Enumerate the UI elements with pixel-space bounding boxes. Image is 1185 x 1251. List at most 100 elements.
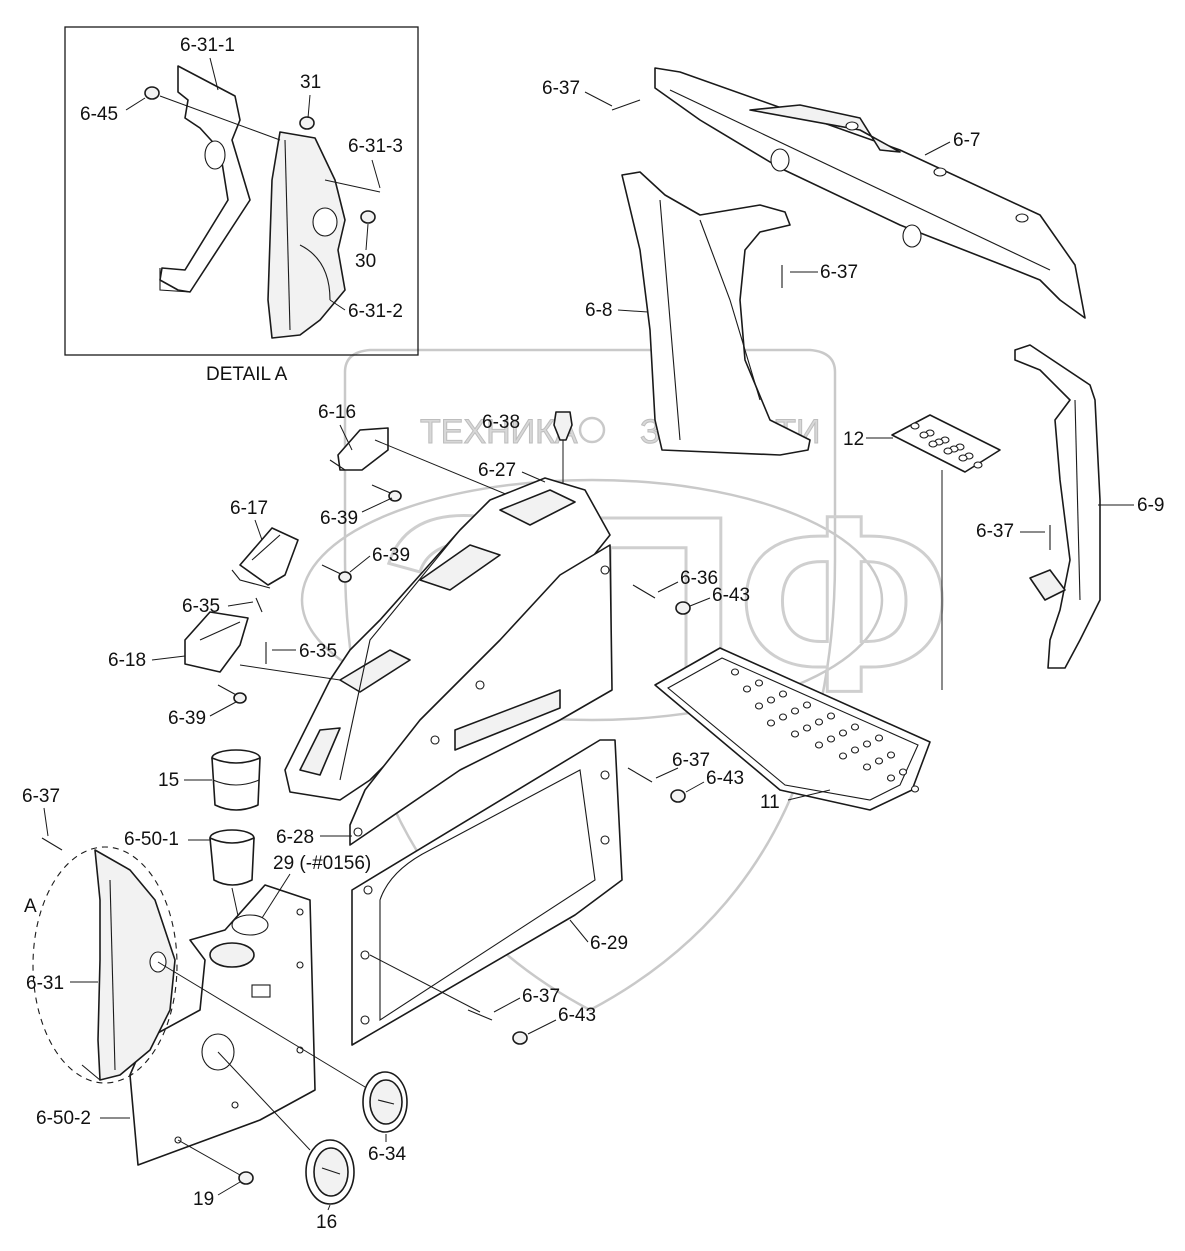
mat-hole: [928, 440, 938, 448]
mat-hole: [730, 668, 740, 676]
screw-6-31-3: [324, 179, 381, 193]
label-6-39-c: 6-39: [168, 708, 206, 729]
label-6-37-top: 6-37: [542, 78, 580, 99]
part-31-cap: [299, 116, 315, 130]
mat-hole: [766, 696, 776, 704]
label-6-37-console: 6-37: [672, 750, 710, 771]
mat-hole: [874, 734, 884, 742]
part-11-floor-mat: [654, 647, 931, 811]
label-6-37-mid: 6-37: [820, 262, 858, 283]
label-6-45: 6-45: [80, 104, 118, 125]
watermark-ellipse: [300, 478, 884, 722]
mat-hole: [814, 718, 824, 726]
label-6-37-left: 6-37: [22, 786, 60, 807]
label-11: 11: [760, 792, 780, 813]
part-6-17: [231, 527, 299, 589]
mat-hole: [802, 701, 812, 709]
part-12-mat: [891, 414, 1001, 473]
screw-6-39-a: [371, 484, 402, 502]
label-6-39-b: 6-39: [372, 545, 410, 566]
part-6-31-1: [159, 65, 251, 293]
label-6-18: 6-18: [108, 650, 146, 671]
mat-hole: [778, 690, 788, 698]
gear-icon: [578, 416, 606, 444]
label-6-8: 6-8: [585, 300, 612, 321]
label-6-35-b: 6-35: [299, 641, 337, 662]
label-19: 19: [193, 1189, 214, 1210]
detail-a-frame: [64, 26, 419, 356]
label-6-29: 6-29: [590, 933, 628, 954]
screw-6-37-left: [41, 837, 63, 851]
label-6-31-3: 6-31-3: [348, 136, 403, 157]
part-6-28: [349, 544, 613, 846]
label-29: 29 (-#0156): [273, 853, 371, 874]
part-30-cap: [360, 210, 376, 224]
screw-6-37-lower: [467, 1009, 493, 1021]
part-16-knob: [305, 1139, 355, 1205]
label-16: 16: [316, 1212, 337, 1233]
watermark-text-left: ТЕХНИКА: [420, 413, 578, 451]
detail-a-callout: A: [24, 896, 37, 917]
part-6-27: [284, 477, 611, 801]
plug-19: [238, 1171, 254, 1185]
mat-hole: [850, 746, 860, 754]
mat-hole: [973, 461, 983, 469]
part-6-8: [621, 171, 811, 456]
screw-6-35-a: [255, 597, 263, 613]
part-15-cup: [211, 749, 261, 811]
mat-hole: [862, 763, 872, 771]
label-6-38: 6-38: [482, 412, 520, 433]
mat-hole: [802, 724, 812, 732]
part-6-34-knob: [362, 1071, 408, 1133]
mat-hole: [754, 702, 764, 710]
label-6-31: 6-31: [26, 973, 64, 994]
mat-hole: [862, 740, 872, 748]
label-12: 12: [843, 429, 864, 450]
label-6-31-2: 6-31-2: [348, 301, 403, 322]
mat-hole: [826, 712, 836, 720]
plug-6-43-a: [675, 601, 691, 615]
label-6-7: 6-7: [953, 130, 980, 151]
mat-hole: [838, 752, 848, 760]
mat-hole: [790, 730, 800, 738]
label-6-36: 6-36: [680, 568, 718, 589]
mat-hole: [943, 447, 953, 455]
mat-hole: [886, 774, 896, 782]
mat-hole: [814, 741, 824, 749]
part-6-16: [329, 427, 389, 471]
labels: 6-31-1 31 6-45 6-31-3 30 6-31-2 DETAIL A…: [22, 35, 1164, 1233]
mat-hole: [850, 723, 860, 731]
label-6-17: 6-17: [230, 498, 268, 519]
screw-6-39-b: [321, 564, 352, 583]
mat-hole: [958, 454, 968, 462]
mat-hole: [919, 431, 929, 439]
label-15: 15: [158, 770, 179, 791]
mat-hole: [742, 685, 752, 693]
label-6-31-1: 6-31-1: [180, 35, 235, 56]
part-6-29: [351, 739, 623, 1046]
label-31: 31: [300, 72, 321, 93]
mat-hole: [754, 679, 764, 687]
mat-hole: [874, 757, 884, 765]
label-6-35-a: 6-35: [182, 596, 220, 617]
mat-hole: [838, 729, 848, 737]
label-6-50-1: 6-50-1: [124, 829, 179, 850]
part-6-50-2: [129, 884, 316, 1166]
screw-6-39-c: [217, 684, 247, 704]
detail-a-callout-ring: [32, 846, 178, 1084]
label-6-9: 6-9: [1137, 495, 1164, 516]
label-6-27: 6-27: [478, 460, 516, 481]
mat-hole: [778, 713, 788, 721]
part-6-31-2: [267, 131, 346, 339]
part-6-9: [1014, 344, 1101, 669]
mat-hole: [790, 707, 800, 715]
mat-hole: [898, 768, 908, 776]
label-6-16: 6-16: [318, 402, 356, 423]
label-6-28: 6-28: [276, 827, 314, 848]
plug-6-43-b: [670, 789, 686, 803]
detail-a-caption: DETAIL A: [206, 364, 288, 385]
label-6-43-c: 6-43: [558, 1005, 596, 1026]
screw-6-37-top: [611, 99, 641, 111]
